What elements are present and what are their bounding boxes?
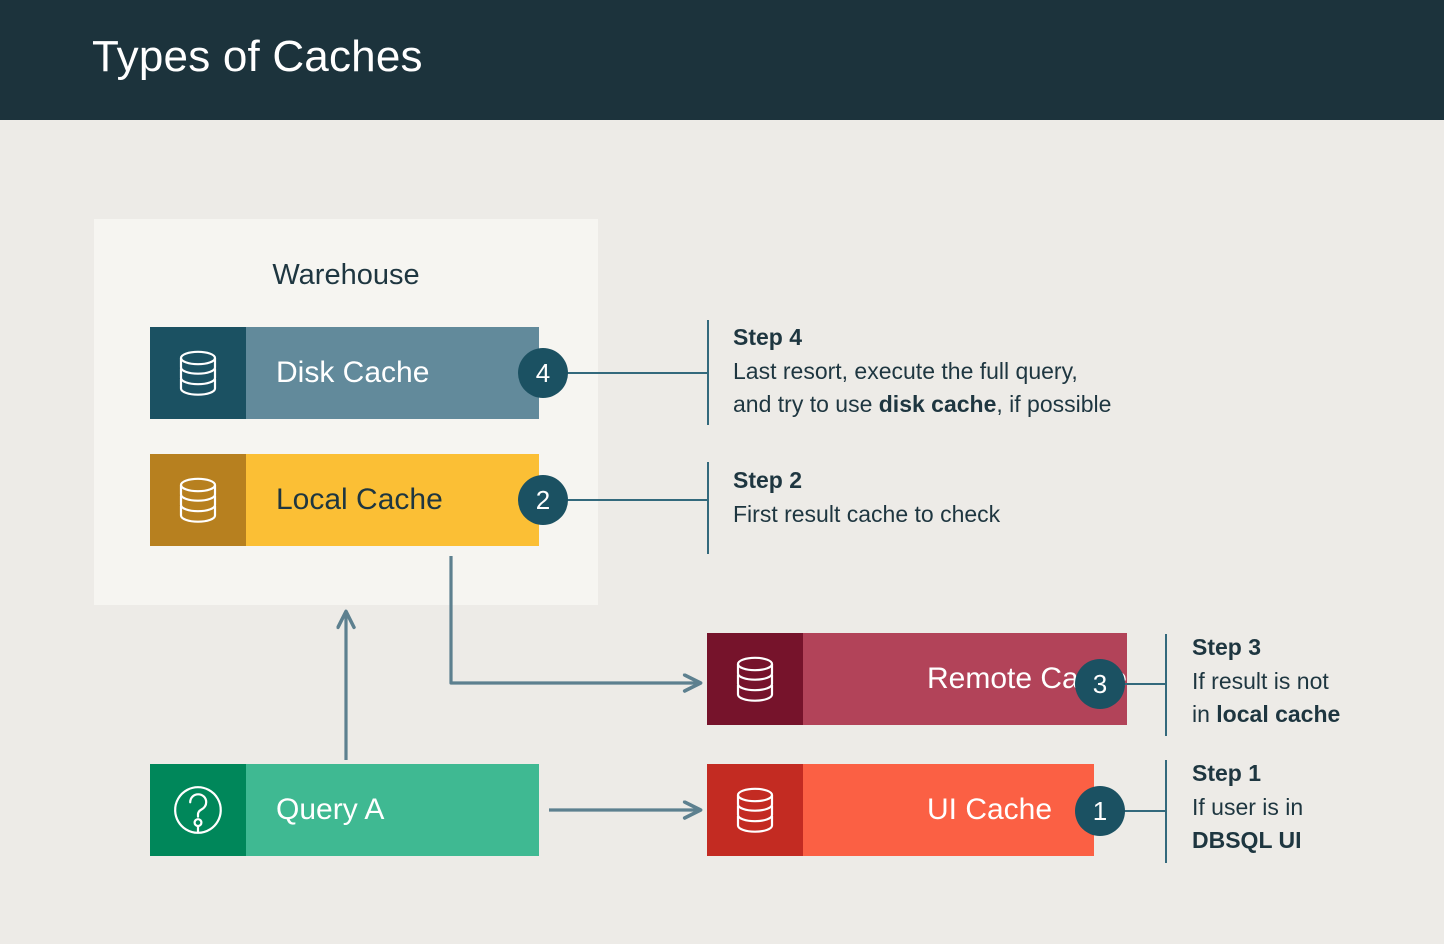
step-badge-3[interactable]: 3: [1075, 659, 1125, 709]
tick-bar-step-4: [707, 320, 709, 425]
step-text-block-2: Step 2 First result cache to check: [733, 467, 1153, 531]
tick-bar-step-1: [1165, 760, 1167, 863]
step-text-block-3: Step 3 If result is not in local cache: [1192, 634, 1442, 730]
database-stack-icon: [179, 477, 217, 523]
step-3-line1: If result is not: [1192, 668, 1329, 694]
local-cache-icon-block: [150, 454, 246, 546]
step-2-description: First result cache to check: [733, 498, 1153, 531]
step-badge-4[interactable]: 4: [518, 348, 568, 398]
warehouse-label: Warehouse: [272, 259, 420, 291]
step-4-line2-pre: and try to use: [733, 390, 879, 417]
step-4-heading: Step 4: [733, 324, 803, 350]
step-2-heading: Step 2: [733, 467, 803, 493]
cache-bar-remote-cache[interactable]: Remote Cache: [707, 633, 1128, 725]
step-3-line2-bold: local cache: [1216, 700, 1341, 727]
cache-bar-query-a[interactable]: Query A: [150, 764, 539, 856]
step-2-line1: First result cache to check: [733, 501, 1001, 527]
step-1-line2-bold: DBSQL UI: [1192, 826, 1302, 853]
ui-cache-label: UI Cache: [927, 793, 1053, 826]
leader-line-step-4: [560, 372, 708, 374]
ui-cache-body: UI Cache: [803, 764, 1094, 856]
database-stack-icon: [736, 787, 774, 833]
query-a-label: Query A: [276, 793, 385, 826]
step-4-line2-post: , if possible: [996, 390, 1112, 417]
step-1-heading: Step 1: [1192, 760, 1262, 786]
step-4-description: Last resort, execute the full query, and…: [733, 355, 1223, 420]
step-4-line2-bold: disk cache: [878, 390, 997, 417]
disk-cache-label: Disk Cache: [276, 356, 430, 389]
header-bar: Types of Caches: [0, 0, 1444, 120]
tick-bar-step-3: [1165, 634, 1167, 736]
step-1-description: If user is in DBSQL UI: [1192, 791, 1442, 856]
local-cache-label: Local Cache: [276, 483, 443, 516]
step-4-line1: Last resort, execute the full query,: [733, 358, 1078, 384]
page-title: Types of Caches: [92, 32, 423, 81]
query-a-body: Query A: [246, 764, 539, 856]
step-3-description: If result is not in local cache: [1192, 665, 1442, 730]
cache-bar-local-cache[interactable]: Local Cache: [150, 454, 539, 546]
database-stack-icon: [179, 350, 217, 396]
remote-cache-body: Remote Cache: [803, 633, 1128, 725]
step-badge-1[interactable]: 1: [1075, 786, 1125, 836]
remote-cache-icon-block: [707, 633, 803, 725]
query-a-icon-block: [150, 764, 246, 856]
step-badge-2[interactable]: 2: [518, 475, 568, 525]
disk-cache-icon-block: [150, 327, 246, 419]
leader-line-step-1: [1118, 810, 1167, 812]
step-3-heading: Step 3: [1192, 634, 1262, 660]
step-3-line2-pre: in: [1192, 700, 1217, 727]
question-circle-icon: [174, 786, 222, 834]
cache-bar-ui-cache[interactable]: UI Cache: [707, 764, 1094, 856]
step-text-block-4: Step 4 Last resort, execute the full que…: [733, 324, 1223, 420]
step-text-block-1: Step 1 If user is in DBSQL UI: [1192, 760, 1442, 856]
cache-bar-disk-cache[interactable]: Disk Cache: [150, 327, 539, 419]
tick-bar-step-2: [707, 462, 709, 554]
ui-cache-icon-block: [707, 764, 803, 856]
leader-line-step-2: [560, 499, 708, 501]
leader-line-step-3: [1118, 683, 1167, 685]
database-stack-icon: [736, 656, 774, 702]
step-1-line1: If user is in: [1192, 794, 1304, 820]
local-cache-body: Local Cache: [246, 454, 539, 546]
disk-cache-body: Disk Cache: [246, 327, 539, 419]
